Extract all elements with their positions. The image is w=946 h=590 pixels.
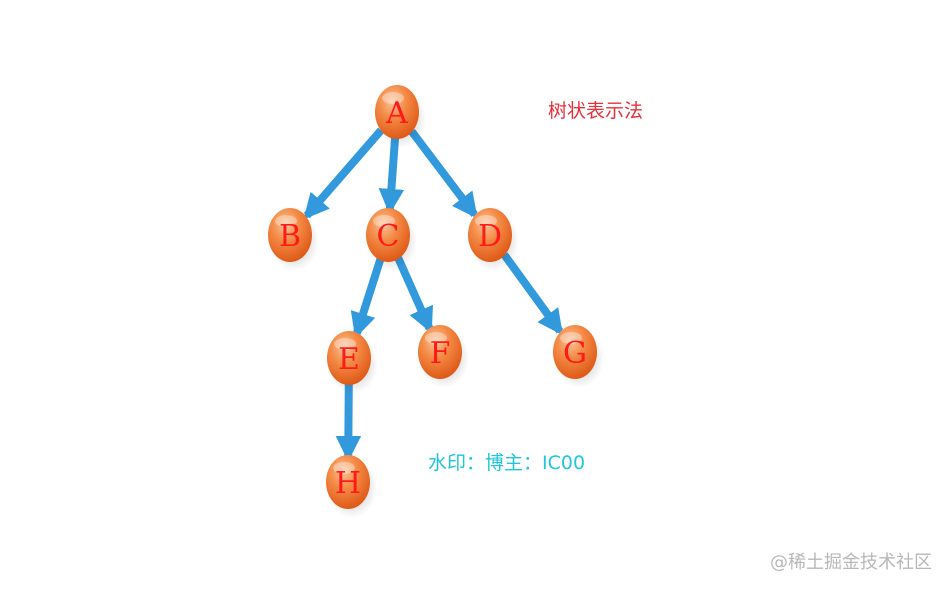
node-circle (553, 325, 597, 379)
edges-layer (303, 127, 564, 462)
node-e: E (327, 331, 378, 394)
node-label-b: B (279, 219, 301, 254)
diagram-title: 树状表示法 (548, 100, 644, 122)
node-highlight (475, 215, 497, 227)
node-a: A (375, 85, 426, 148)
node-label-h: H (335, 466, 361, 501)
edge-e-h (335, 382, 362, 462)
edge-c-f (394, 255, 434, 334)
nodes-layer: A B C D E F G H (268, 85, 604, 518)
node-h: H (326, 455, 377, 518)
edge-a-b (303, 127, 385, 220)
node-circle (418, 325, 462, 379)
node-label-e: E (338, 342, 360, 377)
corner-watermark: @稀土掘金技术社区 (770, 552, 932, 573)
edge-d-g (501, 252, 564, 336)
node-circle (268, 208, 312, 262)
node-c: C (366, 208, 417, 271)
node-highlight (373, 215, 395, 227)
node-circle (366, 208, 410, 262)
node-label-c: C (377, 219, 400, 254)
node-circle (326, 455, 370, 509)
node-highlight (334, 338, 356, 350)
node-f: F (418, 325, 469, 388)
edge-a-c (378, 135, 405, 215)
node-circle (327, 331, 371, 385)
node-g: G (553, 325, 604, 388)
node-label-d: D (478, 219, 502, 254)
node-label-f: F (430, 336, 451, 371)
node-label-a: A (385, 96, 408, 131)
edge-c-e (350, 256, 385, 339)
node-circle (375, 85, 419, 139)
node-b: B (268, 208, 319, 271)
node-highlight (382, 92, 404, 104)
node-highlight (333, 462, 355, 474)
node-label-g: G (563, 336, 587, 371)
node-highlight (425, 332, 447, 344)
node-d: D (468, 208, 519, 271)
node-highlight (560, 332, 582, 344)
node-circle (468, 208, 512, 262)
watermark-label: 水印：博主：IC00 (428, 452, 586, 474)
edge-a-d (408, 128, 478, 219)
node-highlight (275, 215, 297, 227)
